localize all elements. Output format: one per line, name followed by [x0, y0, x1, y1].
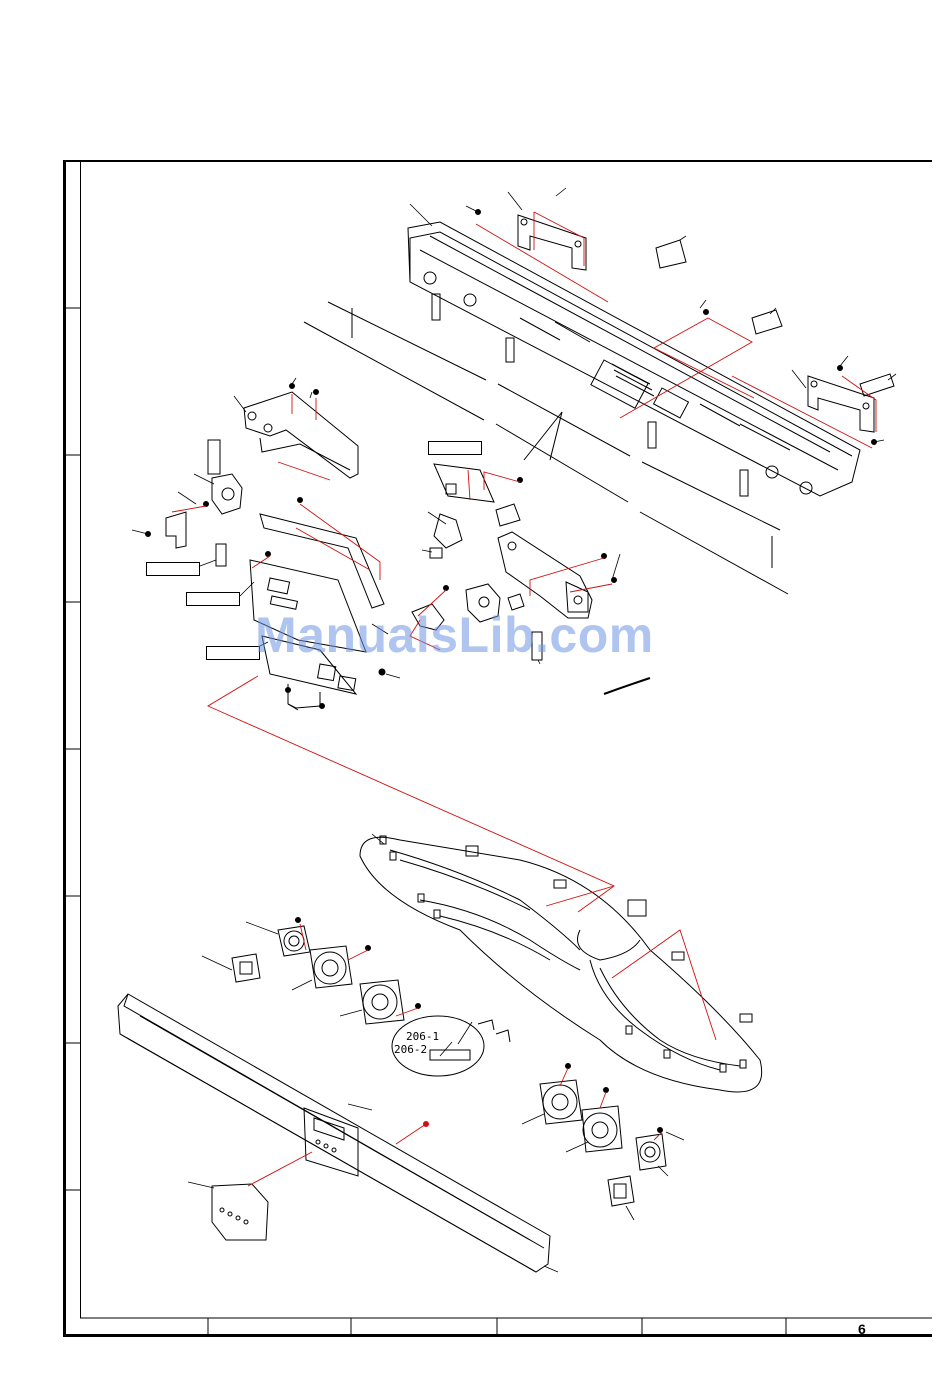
top-bracket-right [808, 376, 874, 432]
pcb-label-box-center [428, 441, 482, 455]
red-dot [423, 1121, 429, 1127]
front-bar [118, 994, 550, 1272]
callout-206-1: 206-1 [406, 1030, 439, 1043]
title-strip [80, 1318, 932, 1337]
flat-cable [604, 678, 650, 694]
speakers-left [232, 926, 404, 1024]
pcb-label-box-left-2 [186, 592, 240, 606]
pcb-label-box-left-3 [206, 646, 260, 660]
callout-206-2: 206-2 [394, 1043, 427, 1056]
red-leader-lines [172, 212, 876, 1186]
top-bracket-left [518, 215, 586, 270]
left-speaker-holder [244, 392, 358, 478]
pcb-label-box-left-1 [146, 562, 200, 576]
grille-cloth-lines [304, 302, 788, 594]
watermark: ManualsLib.com [255, 606, 654, 664]
page-number: 6 [858, 1321, 866, 1337]
sticker-labels [432, 240, 894, 496]
zone-ticks [63, 308, 80, 1190]
screws [146, 210, 877, 1133]
